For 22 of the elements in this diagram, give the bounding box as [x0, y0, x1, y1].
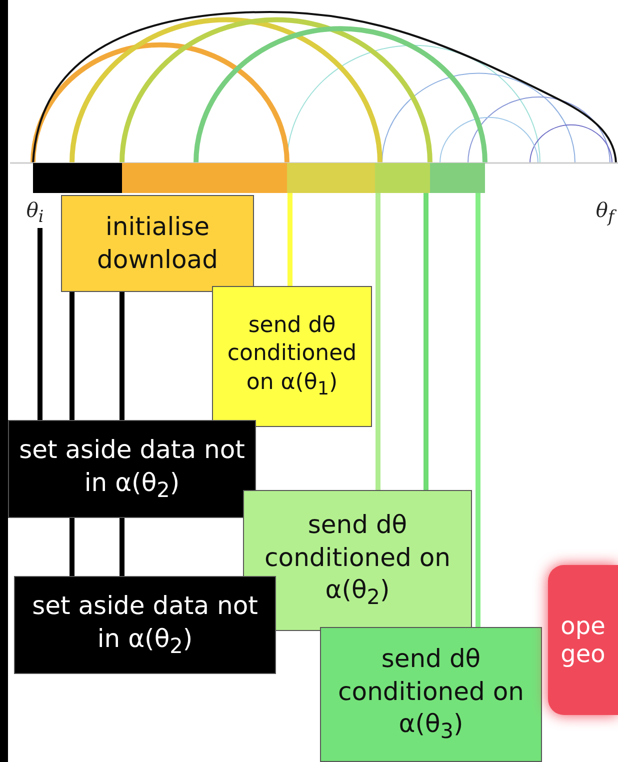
process-box: send dθ conditioned on α(θ$_{1}$): [212, 286, 372, 427]
bar-segment: [287, 163, 375, 193]
overlay-badge: ope geo: [548, 565, 618, 715]
connector-line: [476, 193, 480, 627]
bar-segment: [375, 163, 430, 193]
connector-line: [288, 193, 292, 286]
axis-label: θ$_{i}$: [22, 196, 48, 228]
connector-line: [120, 518, 124, 576]
bar-segment: [430, 163, 485, 193]
connector-line: [70, 292, 74, 420]
axis-label: θ$_{f}$: [592, 196, 618, 228]
bar-segment: [33, 163, 122, 193]
connector-line: [38, 228, 42, 420]
process-box: set aside data not in α(θ$_{2}$): [8, 420, 256, 518]
process-box: set aside data not in α(θ$_{2}$): [14, 576, 276, 674]
connector-line: [376, 193, 380, 490]
bar-segment: [122, 163, 287, 193]
process-box: initialise download: [61, 195, 254, 292]
connector-line: [120, 292, 124, 420]
connector-line: [70, 518, 74, 576]
connector-line: [424, 193, 428, 490]
process-box: send dθ conditioned on α(θ$_{3}$): [320, 627, 542, 762]
